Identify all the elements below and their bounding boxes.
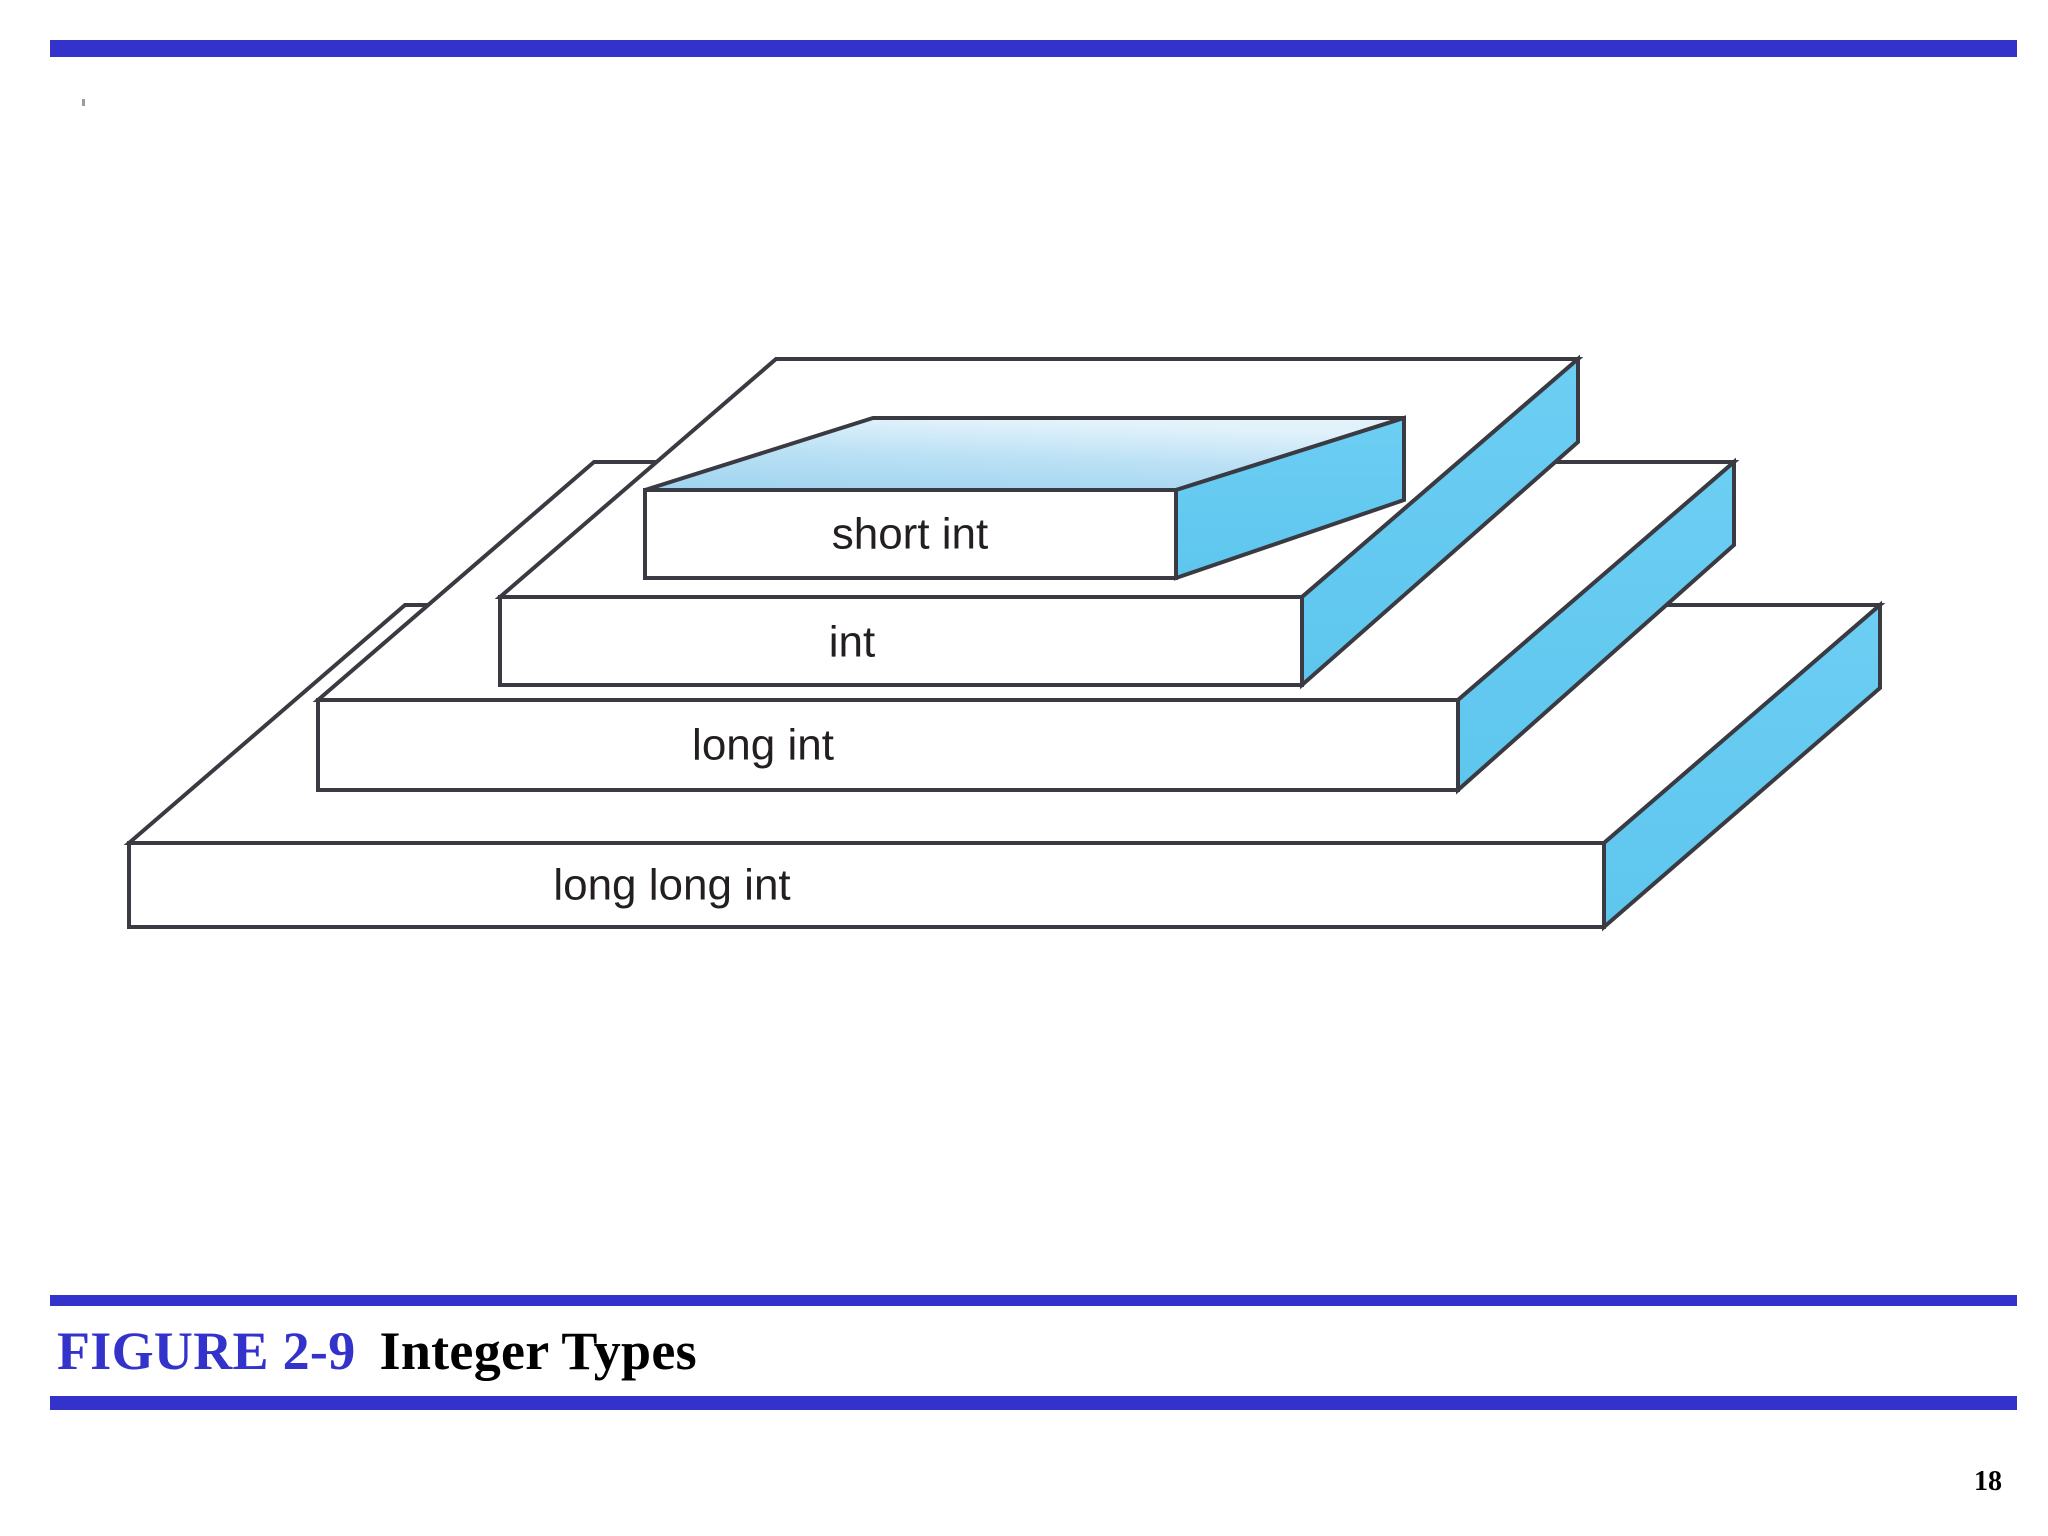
caption-divider-bottom <box>50 1396 2017 1410</box>
tier-short-int <box>643 415 1406 581</box>
tier-long-int <box>312 457 1740 795</box>
figure-title: Integer Types <box>379 1321 697 1381</box>
tier-long-long-int <box>123 600 1886 932</box>
figure-number: FIGURE 2-9 <box>57 1321 356 1381</box>
figure-caption: FIGURE 2-9 Integer Types <box>57 1313 1457 1389</box>
tier-label-short-int: short int <box>832 510 989 559</box>
tier-label-long-long-int: long long int <box>553 861 790 910</box>
tier-label-long-int: long int <box>692 721 834 770</box>
scan-artifact-speck <box>82 99 85 106</box>
caption-divider-top <box>50 1295 2017 1306</box>
tier-label-int: int <box>829 618 875 667</box>
tier-int <box>494 354 1584 690</box>
page-number: 18 <box>1974 1466 2002 1497</box>
top-divider-rule <box>50 40 2017 57</box>
figure-artwork: short int int long int long long int <box>123 354 1886 932</box>
